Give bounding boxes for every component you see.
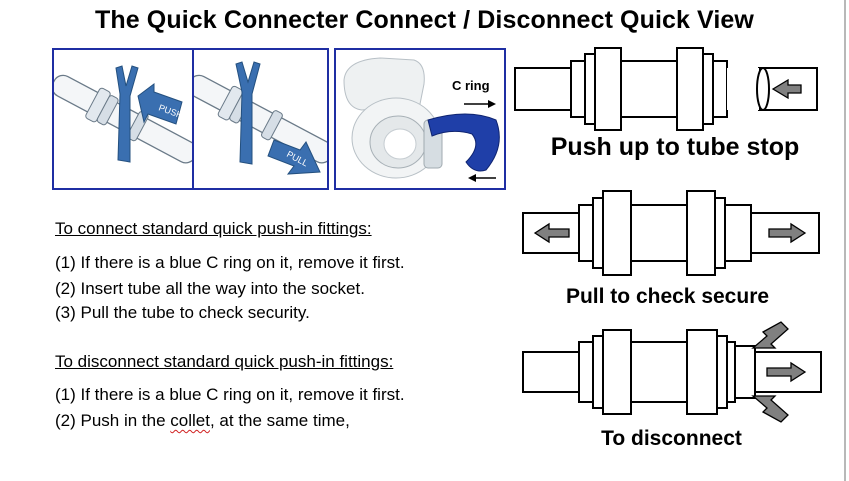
pull-left-arrow-icon [533, 222, 570, 244]
c-ring-label: C ring [452, 78, 490, 93]
pull-diagram [522, 190, 820, 276]
connect-step-3: (3) Pull the tube to check security. [55, 303, 310, 322]
collet-word: collet [170, 411, 210, 430]
c-ring-photo: C ring [334, 48, 506, 190]
c-ring-illustration: C ring [343, 57, 500, 182]
pull-right-arrow-icon [768, 222, 807, 244]
push-arrow-icon [771, 78, 802, 100]
disconnect-heading: To disconnect standard quick push-in fit… [55, 352, 394, 371]
pull-collet-photo: PULL [192, 48, 329, 190]
pull-caption: Pull to check secure [565, 285, 770, 308]
release-arrow-icon [766, 361, 807, 383]
disconnect-step-2-start: (2) Push in the [55, 411, 171, 430]
push-caption: Push up to tube stop [550, 133, 800, 161]
connect-step-1: (1) If there is a blue C ring on it, rem… [55, 253, 405, 272]
right-arrow-icon [464, 100, 496, 108]
connect-step-2: (2) Insert tube all the way into the soc… [55, 279, 365, 298]
pull-illustration: PULL [194, 61, 327, 175]
divider [844, 0, 846, 481]
connect-heading: To connect standard quick push-in fittin… [55, 219, 372, 238]
disconnect-step-2: (2) Push in the collet, at the same time… [55, 411, 350, 431]
disconnect-step-2-end: , at the same time, [209, 411, 350, 430]
disconnect-step-1: (1) If there is a blue C ring on it, rem… [55, 385, 405, 404]
disconnect-caption: To disconnect [601, 427, 742, 450]
tube-left [514, 67, 572, 111]
push-collet-photo: PUSH [52, 48, 195, 190]
left-arrow-icon [468, 174, 496, 182]
disconnect-diagram [522, 321, 822, 423]
pull-arrow-icon [267, 139, 321, 175]
push-diagram [514, 47, 818, 131]
page-title: The Quick Connecter Connect / Disconnect… [95, 6, 754, 34]
press-collet-bottom-arrow-icon [751, 395, 789, 423]
press-collet-top-arrow-icon [751, 321, 789, 349]
push-arrow-icon [137, 83, 183, 125]
push-illustration: PUSH [54, 65, 193, 164]
